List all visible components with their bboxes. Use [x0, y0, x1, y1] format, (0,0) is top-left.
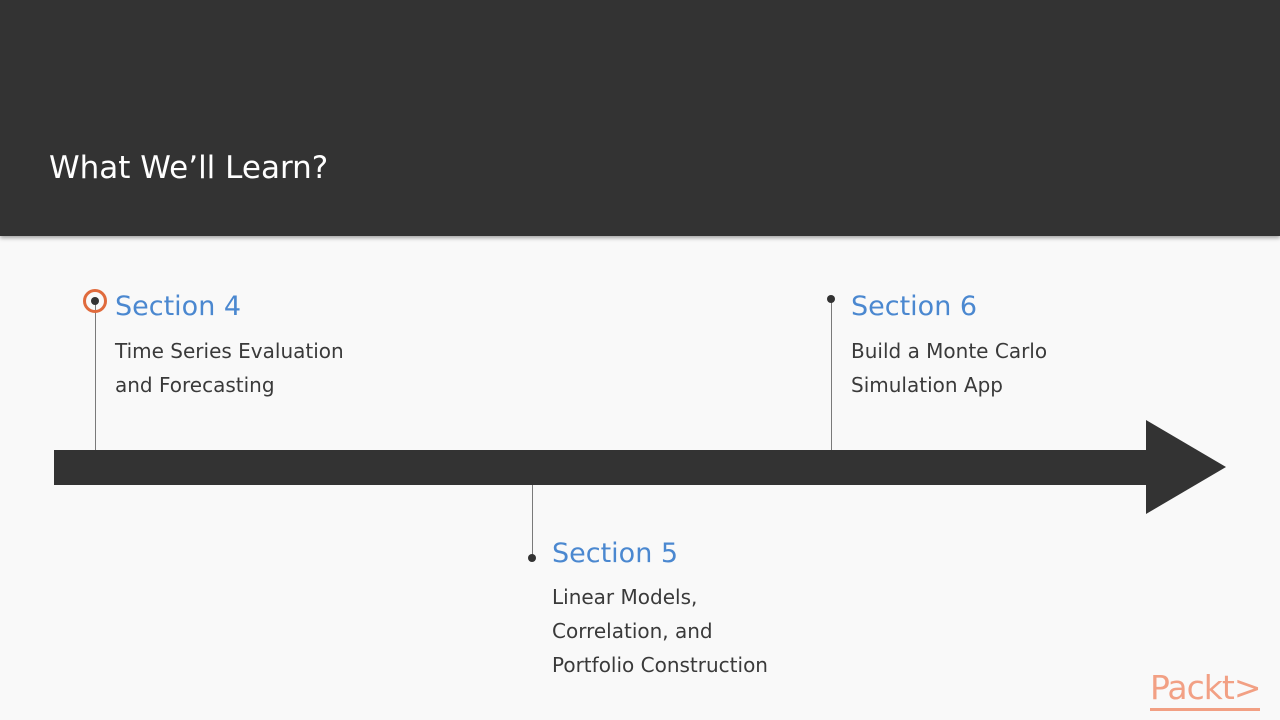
current-section-highlight-ring — [83, 289, 107, 313]
section-6-description: Build a Monte Carlo Simulation App — [851, 334, 1047, 402]
packt-logo: Packt> — [1150, 668, 1261, 711]
section-5-description: Linear Models, Correlation, and Portfoli… — [552, 580, 768, 682]
section-5-title: Section 5 — [552, 538, 679, 569]
section-4-description-line: and Forecasting — [115, 373, 275, 397]
section-5-connector — [532, 485, 533, 558]
page-title: What We’ll Learn? — [49, 150, 329, 186]
section-4-title: Section 4 — [115, 291, 242, 322]
section-6-description-line: Build a Monte Carlo — [851, 339, 1048, 363]
section-5-description-line: Correlation, and — [552, 619, 713, 643]
section-5-description-line: Portfolio Construction — [552, 653, 768, 677]
section-5-marker-dot — [528, 554, 536, 562]
section-5-description-line: Linear Models, — [552, 585, 698, 609]
timeline-arrow-head — [1146, 420, 1226, 514]
timeline-arrow-shaft — [54, 450, 1148, 485]
section-4-connector — [95, 301, 96, 450]
section-6-marker-dot — [827, 295, 835, 303]
header-bar: What We’ll Learn? — [0, 0, 1280, 236]
section-6-title: Section 6 — [851, 291, 978, 322]
section-4-marker-dot — [91, 297, 99, 305]
section-6-connector — [831, 300, 832, 450]
section-6-description-line: Simulation App — [851, 373, 1003, 397]
section-4-description: Time Series Evaluation and Forecasting — [115, 334, 344, 402]
section-4-description-line: Time Series Evaluation — [115, 339, 344, 363]
